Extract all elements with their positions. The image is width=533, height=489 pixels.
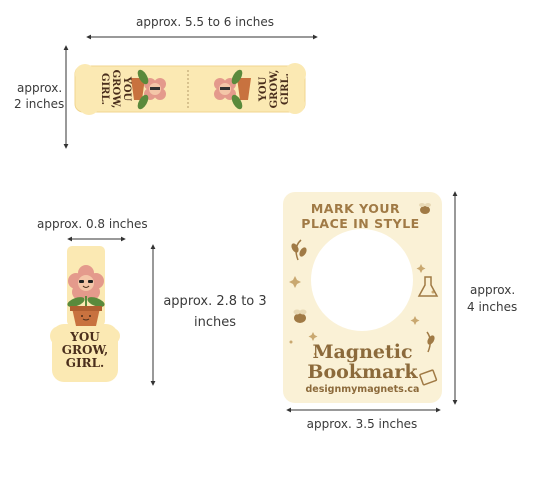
card-height-label-line1: approx. <box>470 283 516 297</box>
slogan-line2: GROW, <box>110 69 121 109</box>
tab-height-label-line1: approx. 2.8 to 3 <box>163 294 267 309</box>
bee-icon <box>419 203 431 214</box>
leaf-icon <box>426 331 435 353</box>
card-headline-line1: MARK YOUR <box>310 201 401 216</box>
open-bookmark-slogan-left: YOU GROW, GIRL. <box>82 64 132 114</box>
closed-bookmark-slogan: YOU GROW, GIRL. <box>52 331 118 370</box>
website-label: designmymagnets.ca <box>305 384 420 395</box>
slogan-line1: YOU <box>70 330 100 344</box>
card-width-label: approx. 3.5 inches <box>306 417 418 431</box>
slogan-line2: GROW, <box>61 343 109 357</box>
slogan-line1: YOU <box>121 76 132 102</box>
product-name-line1: Magnetic <box>312 341 413 363</box>
height-label-line1: approx. <box>17 81 63 95</box>
height-label-line2: 2 inches <box>14 97 65 111</box>
flask-icon <box>417 276 439 297</box>
slogan-line1: YOU <box>258 76 269 102</box>
slogan-line3: GIRL. <box>65 356 105 370</box>
leaf-icon <box>291 239 307 261</box>
tab-width-label: approx. 0.8 inches <box>37 217 148 231</box>
slogan-line3: GIRL. <box>280 72 291 106</box>
width-label: approx. 5.5 to 6 inches <box>136 15 274 29</box>
open-bookmark-slogan-right: YOU GROW, GIRL. <box>258 64 308 114</box>
closed-bookmark <box>50 246 120 382</box>
card-headline-line2: PLACE IN STYLE <box>301 216 420 231</box>
product-name-line2: Bookmark <box>307 361 418 383</box>
bee-icon <box>293 309 307 323</box>
slogan-line2: GROW, <box>269 69 280 109</box>
slogan-line3: GIRL. <box>99 72 110 106</box>
sparkle-icon <box>289 264 435 344</box>
tab-height-label-line2: inches <box>193 315 236 330</box>
open-bookmark <box>74 63 306 115</box>
card-artwork <box>289 203 439 386</box>
card-height-label-line2: 4 inches <box>467 300 518 314</box>
book-icon <box>419 369 438 386</box>
